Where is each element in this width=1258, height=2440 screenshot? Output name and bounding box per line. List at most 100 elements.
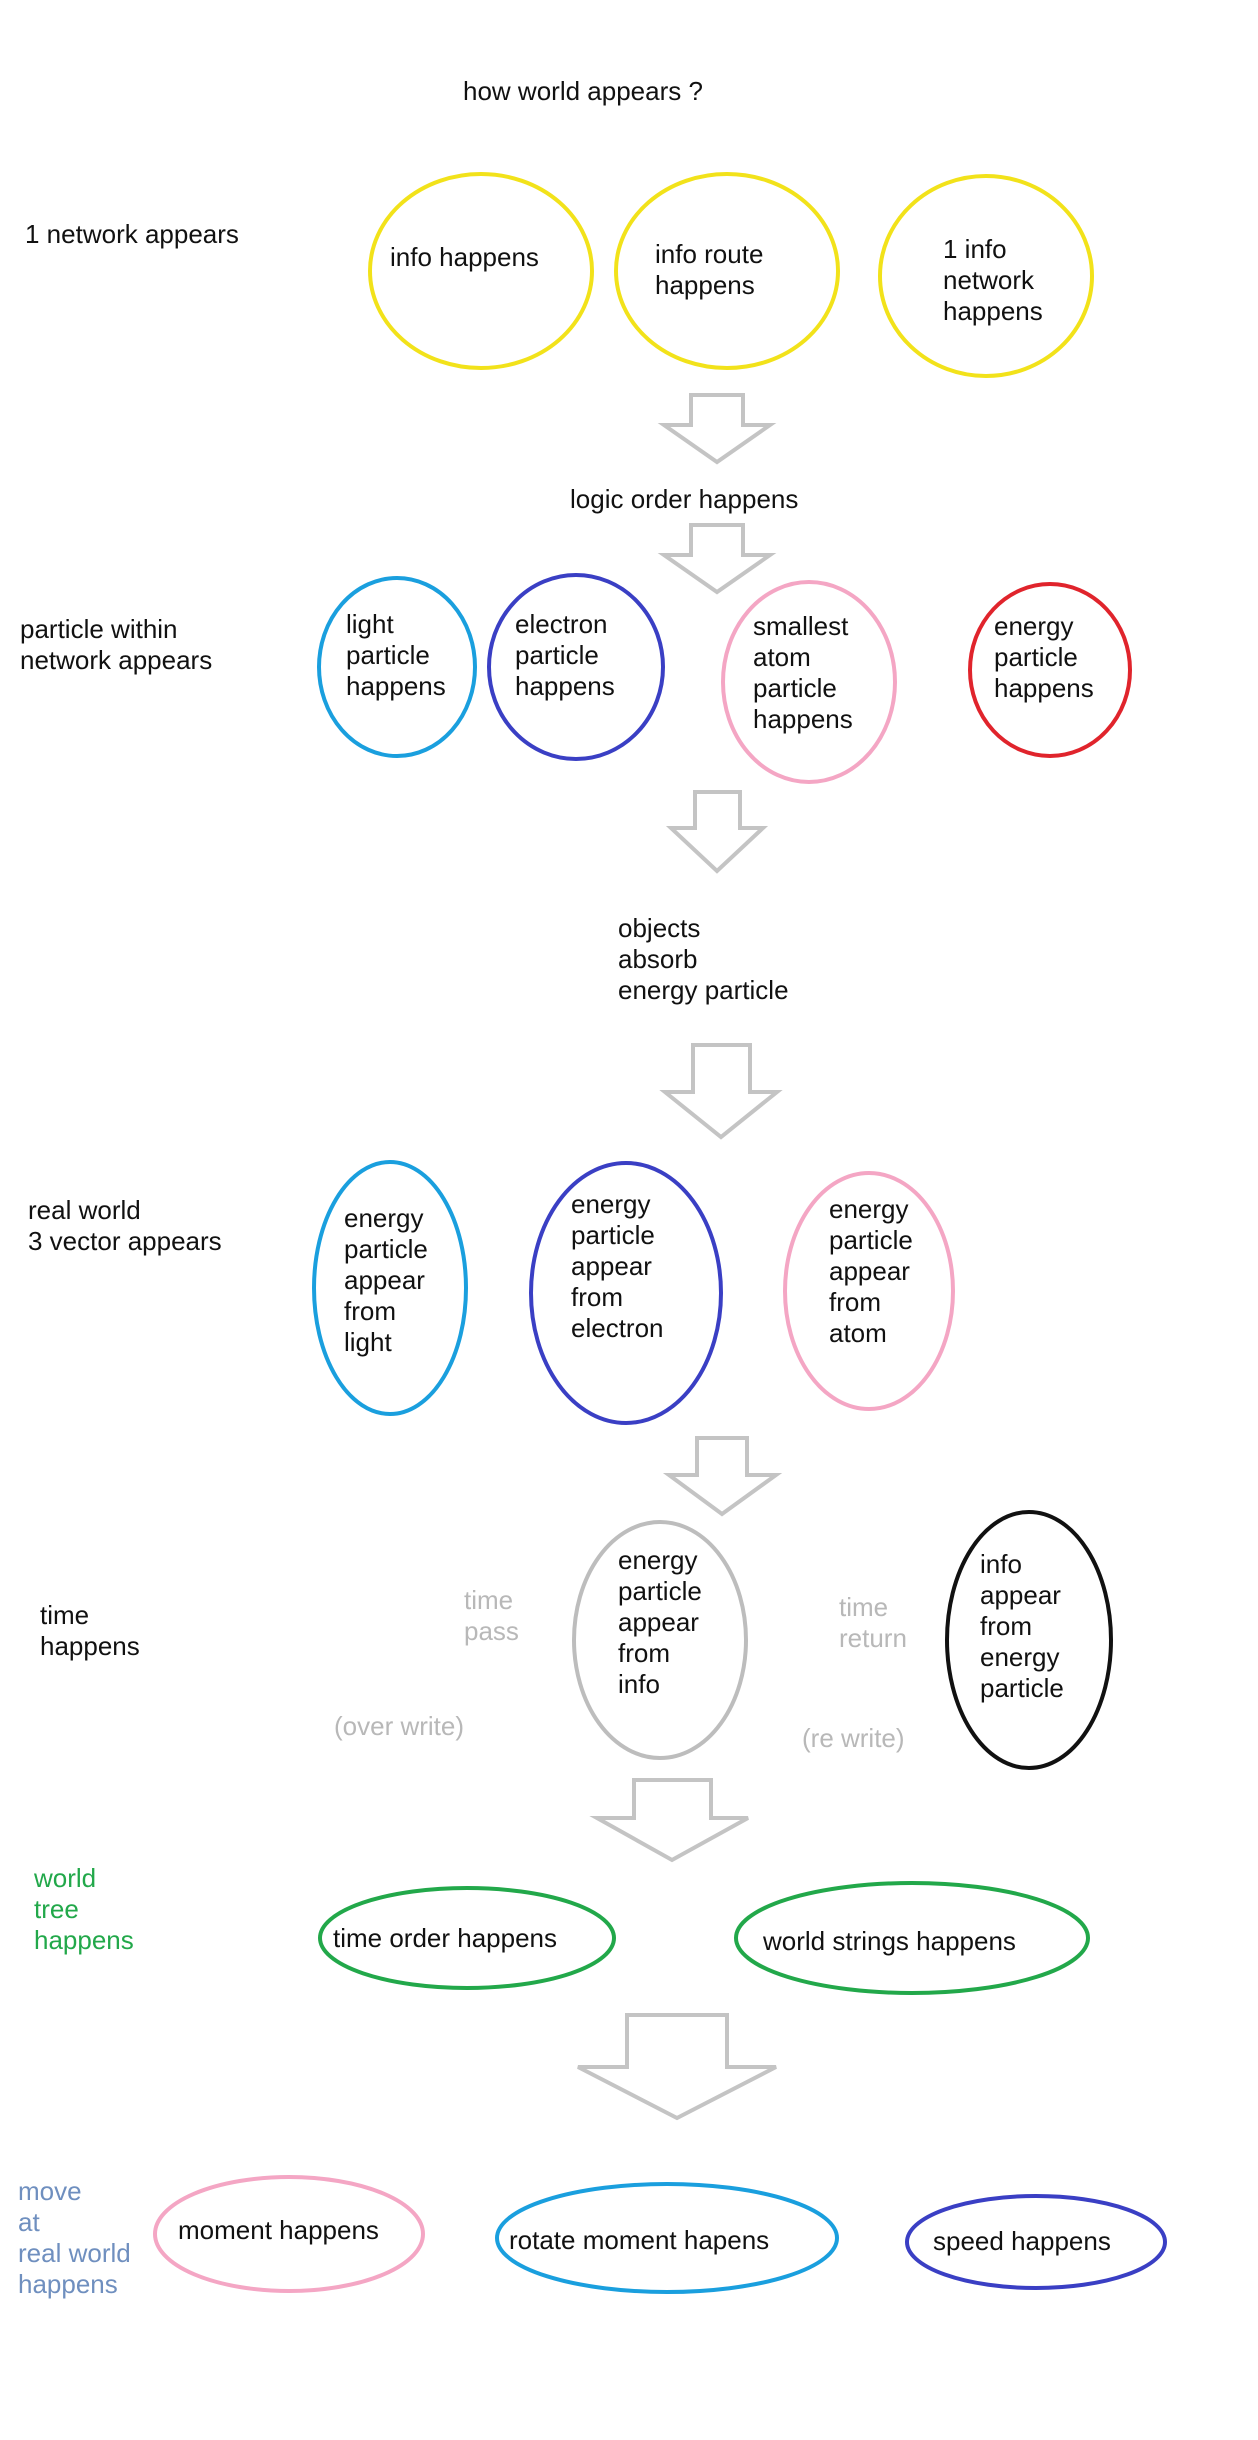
svg-text:info happens: info happens <box>390 242 539 272</box>
text-line: network appears <box>20 645 212 675</box>
text-line: network <box>943 265 1035 295</box>
text-line: particle <box>346 640 430 670</box>
arrow-2 <box>657 523 777 595</box>
text-line: from <box>618 1638 670 1668</box>
arrow-6 <box>589 1778 749 1863</box>
node-ellipse <box>968 582 1132 758</box>
text-line: energy <box>571 1189 651 1219</box>
text-line: appear <box>571 1251 652 1281</box>
node-ellipse <box>368 172 594 370</box>
svg-text:moment happens: moment happens <box>178 2215 379 2245</box>
world-strings-node: world strings happens <box>734 1881 1090 1995</box>
text-line: from <box>344 1296 396 1326</box>
text-line: happens <box>994 673 1094 703</box>
node-ellipse <box>495 2182 839 2294</box>
text-line: particle <box>980 1673 1064 1703</box>
text-line: appear <box>980 1580 1061 1610</box>
svg-text:speed happens: speed happens <box>933 2226 1111 2256</box>
text-line: particle <box>829 1225 913 1255</box>
text-line: atom <box>829 1318 887 1348</box>
text-line: (over write) <box>334 1711 464 1741</box>
text-line: happens <box>753 704 853 734</box>
text-line: particle <box>994 642 1078 672</box>
speed-node: speed happens <box>905 2194 1167 2290</box>
node-ellipse <box>905 2194 1167 2290</box>
text-line: appear <box>829 1256 910 1286</box>
text-line: time <box>839 1592 888 1622</box>
node-ellipse <box>317 576 477 758</box>
text-line: rotate moment hapens <box>509 2225 769 2255</box>
text-line: tree <box>34 1894 79 1924</box>
text-line: particle within <box>20 614 178 644</box>
network-row: 1 network appears info happens info rout… <box>25 172 1094 378</box>
network-row-label: 1 network appears <box>25 219 239 249</box>
text-line: time <box>464 1585 513 1615</box>
node-ellipse <box>318 1886 616 1990</box>
text-line: from <box>829 1287 881 1317</box>
info-happens-node: info happens <box>368 172 594 370</box>
text-line: 3 vector appears <box>28 1226 222 1256</box>
text-line: pass <box>464 1616 519 1646</box>
node-ellipse <box>312 1160 468 1416</box>
node-ellipse <box>529 1161 723 1425</box>
text-line: info <box>980 1549 1022 1579</box>
node-ellipse <box>878 174 1094 378</box>
text-line: happens <box>515 671 615 701</box>
text-line: world strings happens <box>762 1926 1016 1956</box>
node-ellipse <box>572 1520 748 1760</box>
text-line: info <box>618 1669 660 1699</box>
node-ellipse <box>945 1510 1113 1770</box>
text-line: happens <box>18 2269 118 2299</box>
text-line: move <box>18 2176 82 2206</box>
node-ellipse <box>487 573 665 761</box>
text-line: electron <box>571 1313 664 1343</box>
text-line: appear <box>618 1607 699 1637</box>
moment-node: moment happens <box>153 2175 425 2293</box>
arrow-1 <box>657 393 777 465</box>
text-line: energy <box>829 1194 909 1224</box>
text-line: happens <box>346 671 446 701</box>
text-line: particle <box>753 673 837 703</box>
text-line: at <box>18 2207 40 2237</box>
node-ellipse <box>734 1881 1090 1995</box>
text-line: real world <box>18 2238 131 2268</box>
text-line: info happens <box>390 242 539 272</box>
text-line: return <box>839 1623 907 1653</box>
text-line: appear <box>344 1265 425 1295</box>
node-ellipse <box>153 2175 425 2293</box>
arrow-3 <box>665 790 769 874</box>
time-order-node: time order happens <box>318 1886 616 1990</box>
svg-text:world strings happens: world strings happens <box>762 1926 1016 1956</box>
text-line: energy <box>344 1203 424 1233</box>
text-line: smallest <box>753 611 849 641</box>
text-line: from <box>980 1611 1032 1641</box>
re-write-text: (re write) <box>802 1723 905 1753</box>
text-line: energy <box>994 611 1074 641</box>
text-line: happens <box>40 1631 140 1661</box>
text-line: moment happens <box>178 2215 379 2245</box>
